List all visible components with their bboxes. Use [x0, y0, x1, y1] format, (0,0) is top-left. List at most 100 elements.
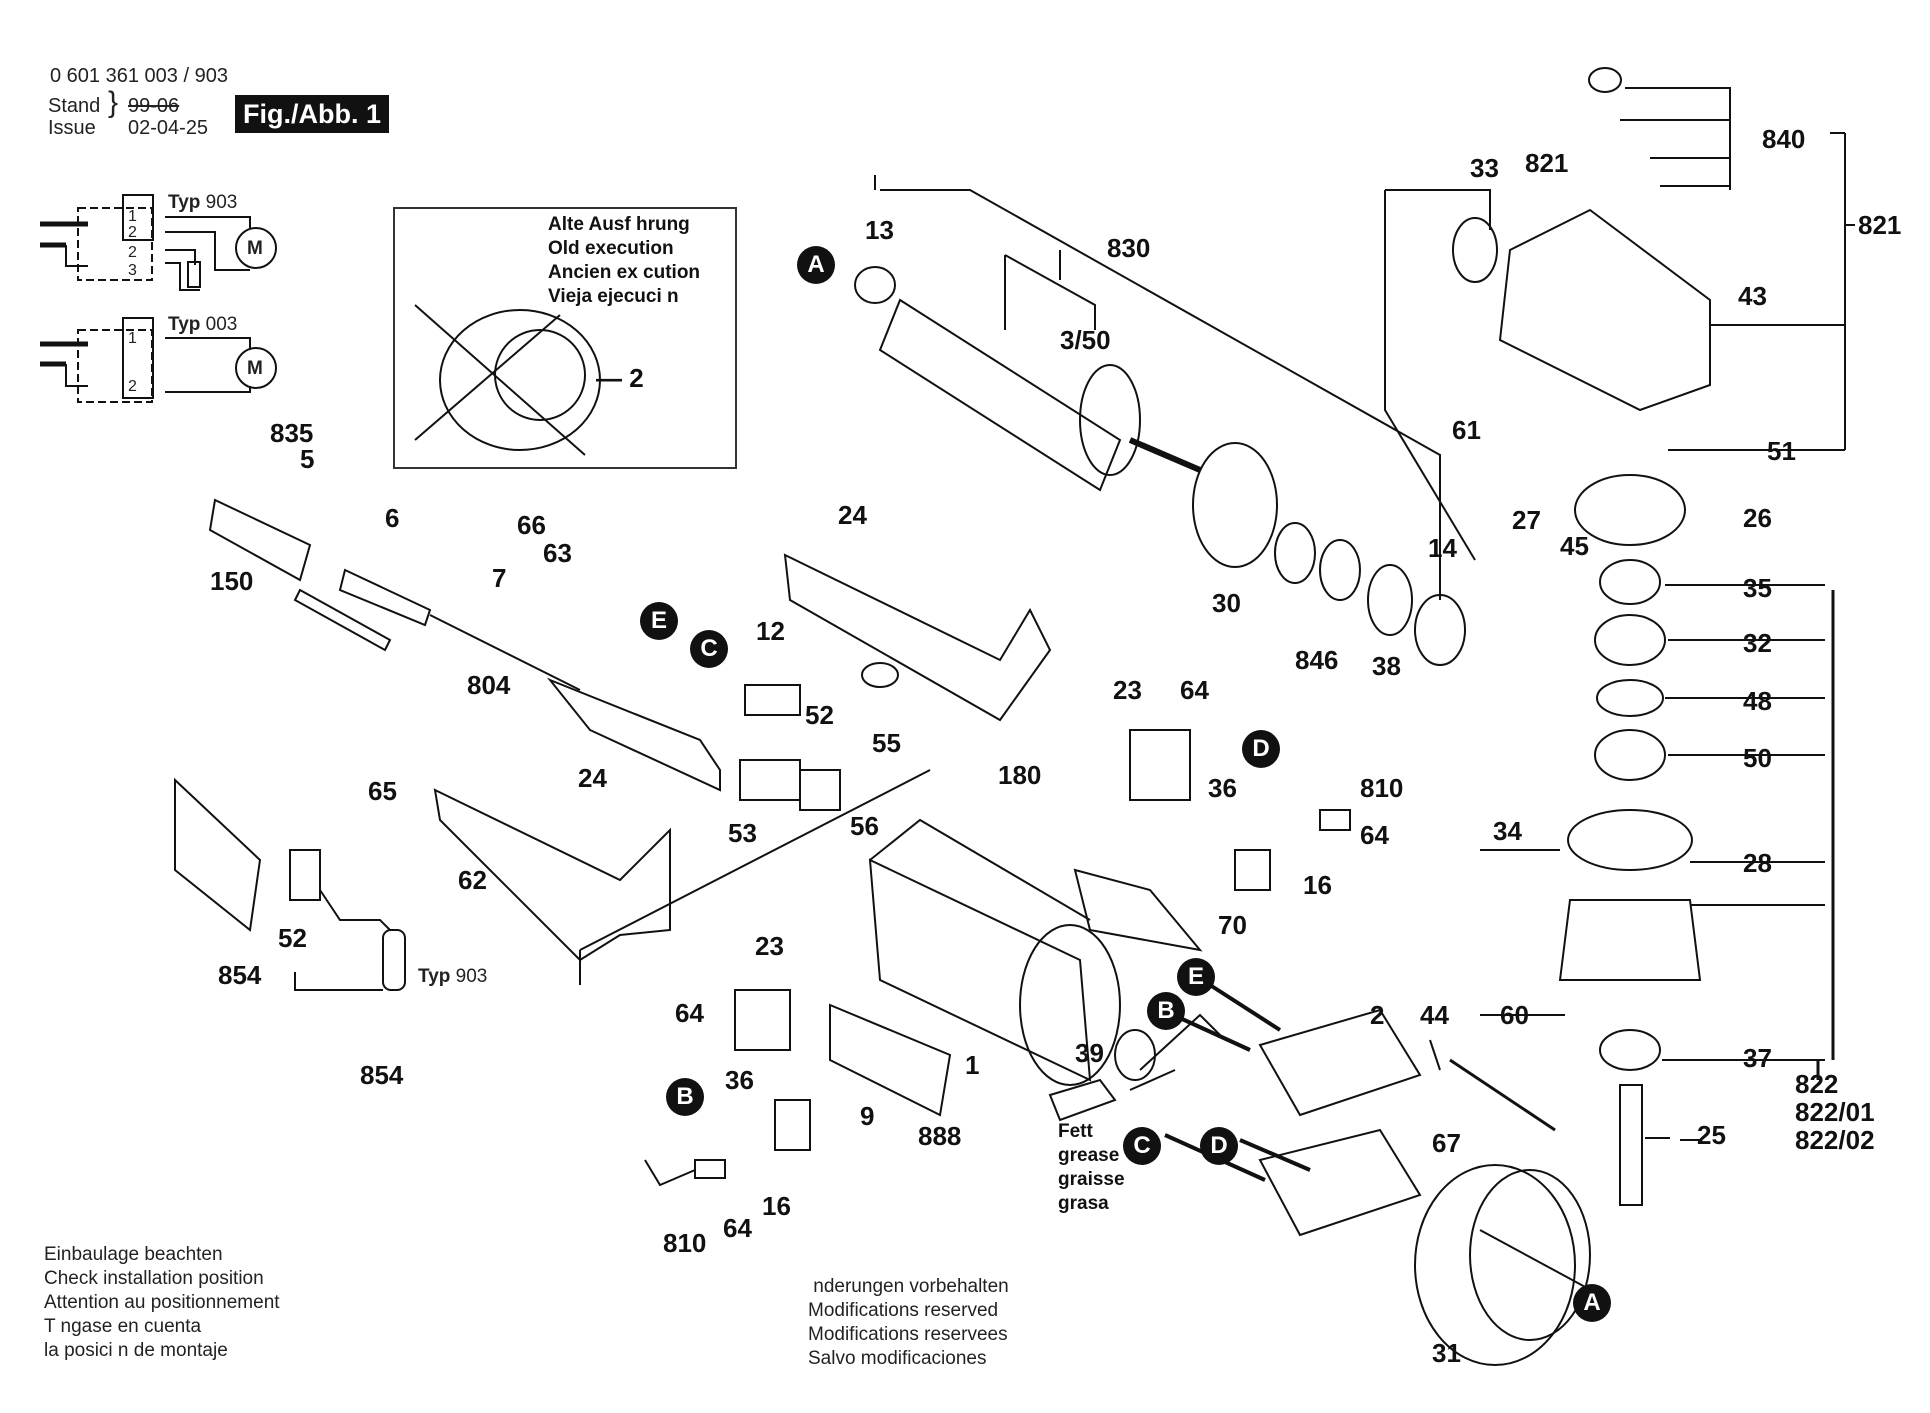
connector-d-marker: D	[1200, 1127, 1238, 1165]
grease-line: Fett	[1058, 1121, 1093, 1142]
part-label-150: 150	[210, 566, 254, 596]
part-label-64: 64	[723, 1213, 752, 1243]
part-label-64: 64	[1360, 820, 1389, 850]
part-label-810: 810	[663, 1228, 707, 1258]
part-label-23: 23	[755, 931, 784, 961]
connector-c-marker: C	[690, 630, 728, 668]
part-label-26: 26	[1743, 503, 1772, 533]
modifications-note: nderungen vorbehalten Modifications rese…	[808, 1275, 1009, 1371]
note-line: nderungen vorbehalten	[808, 1276, 1009, 1297]
terminal-2: 2	[128, 378, 137, 395]
issue-label: Issue	[48, 117, 96, 139]
part-label-7: 7	[492, 563, 507, 593]
part-label-36: 36	[725, 1065, 754, 1095]
old-stator-crossed	[414, 304, 601, 456]
part-label-36: 36	[1208, 773, 1237, 803]
grease-line: grasa	[1058, 1193, 1109, 1214]
part-label-9: 9	[860, 1101, 875, 1131]
typ-code: 003	[205, 314, 238, 335]
part-label-23: 23	[1113, 675, 1142, 705]
inset-line: Vieja ejecuci n	[548, 286, 679, 307]
terminal-1: 1	[128, 208, 137, 225]
part-label-44: 44	[1420, 1000, 1449, 1030]
note-line: Modifications reserved	[808, 1300, 999, 1321]
typ-code: 903	[455, 966, 488, 987]
part-label-3-50: 3/50	[1060, 325, 1111, 355]
part-label-45: 45	[1560, 531, 1589, 561]
power-cord	[208, 498, 581, 691]
part-label-1: 1	[965, 1050, 980, 1080]
part-label-30: 30	[1212, 588, 1241, 618]
terminal-3: 3	[128, 262, 137, 279]
brush-holder-parts	[644, 729, 1351, 1187]
old-execution-text: Alte Ausf hrung Old execution Ancien ex …	[548, 213, 700, 309]
bearing-parts	[854, 266, 1466, 666]
assembly-822: 822	[1795, 1069, 1839, 1099]
part-label-24: 24	[838, 500, 867, 530]
grease-line: graisse	[1058, 1169, 1125, 1190]
typ-code: 903	[205, 192, 238, 213]
note-line: Modifications reservees	[808, 1324, 1008, 1345]
part-label-821: 821	[1858, 210, 1902, 240]
part-label-61: 61	[1452, 415, 1481, 445]
part-label-835: 835	[270, 418, 314, 448]
part-label-24: 24	[578, 763, 607, 793]
typ-word: Typ	[168, 314, 201, 335]
stand-label: Stand	[48, 95, 101, 117]
part-label-821: 821	[1525, 148, 1569, 178]
cable-type-903: Typ 903	[418, 966, 487, 988]
assembly-822-02: 822/02	[1795, 1125, 1875, 1155]
part-label-846: 846	[1295, 645, 1339, 675]
part-label-65: 65	[368, 776, 397, 806]
assembly-822-01: 822/01	[1795, 1097, 1875, 1127]
part-label-64: 64	[1180, 675, 1209, 705]
gear-housing	[1384, 67, 1855, 561]
part-label-35: 35	[1743, 573, 1772, 603]
installation-note: Einbaulage beachten Check installation p…	[44, 1243, 280, 1363]
part-label-63: 63	[543, 538, 572, 568]
switch-assembly	[546, 677, 841, 811]
grease-note: Fett grease graisse grasa	[1058, 1120, 1125, 1216]
wiring-diagram-903	[40, 194, 277, 291]
part-label-55: 55	[872, 728, 901, 758]
part-label-48: 48	[1743, 686, 1772, 716]
part-label-32: 32	[1743, 628, 1772, 658]
grease-line: grease	[1058, 1145, 1120, 1166]
inset-line: Old execution	[548, 238, 674, 259]
part-label-6: 6	[385, 503, 400, 533]
part-label-28: 28	[1743, 848, 1772, 878]
terminal-2b: 2	[128, 244, 137, 261]
cable-854	[174, 777, 406, 991]
part-label-854: 854	[360, 1060, 404, 1090]
inset-line: Ancien ex cution	[548, 262, 701, 283]
brace-icon: }	[108, 86, 119, 119]
part-label-5: 5	[300, 444, 315, 474]
part-label-56: 56	[850, 811, 879, 841]
part-label-70: 70	[1218, 910, 1247, 940]
connector-d-marker: D	[1242, 730, 1280, 768]
part-label-34: 34	[1493, 816, 1522, 846]
fan-39	[1114, 1013, 1221, 1091]
note-line: Salvo modificaciones	[808, 1348, 987, 1369]
part-label-37: 37	[1743, 1043, 1772, 1073]
assembly-822-list: 822 822/01 822/02	[1795, 1070, 1875, 1154]
note-line: T ngase en cuenta	[44, 1316, 202, 1337]
note-line: Attention au positionnement	[44, 1292, 280, 1313]
part-label-25: 25	[1697, 1120, 1726, 1150]
note-line: Einbaulage beachten	[44, 1244, 223, 1265]
part-label-854: 854	[218, 960, 262, 990]
part-label-43: 43	[1738, 281, 1767, 311]
connector-b-marker: B	[1147, 992, 1185, 1030]
inset-part-label: — 2	[596, 363, 644, 393]
part-label-52: 52	[805, 700, 834, 730]
inset-part-number: 2	[629, 363, 644, 393]
part-label-14: 14	[1428, 533, 1457, 563]
figure-label: Fig./Abb. 1	[235, 95, 389, 133]
armature	[874, 175, 1441, 600]
terminal-2: 2	[128, 224, 137, 241]
part-label-180: 180	[998, 760, 1042, 790]
connector-a-marker: A	[1573, 1284, 1611, 1322]
connector-c-marker: C	[1123, 1127, 1161, 1165]
handle-half-bottom	[433, 769, 931, 985]
part-label-38: 38	[1372, 651, 1401, 681]
